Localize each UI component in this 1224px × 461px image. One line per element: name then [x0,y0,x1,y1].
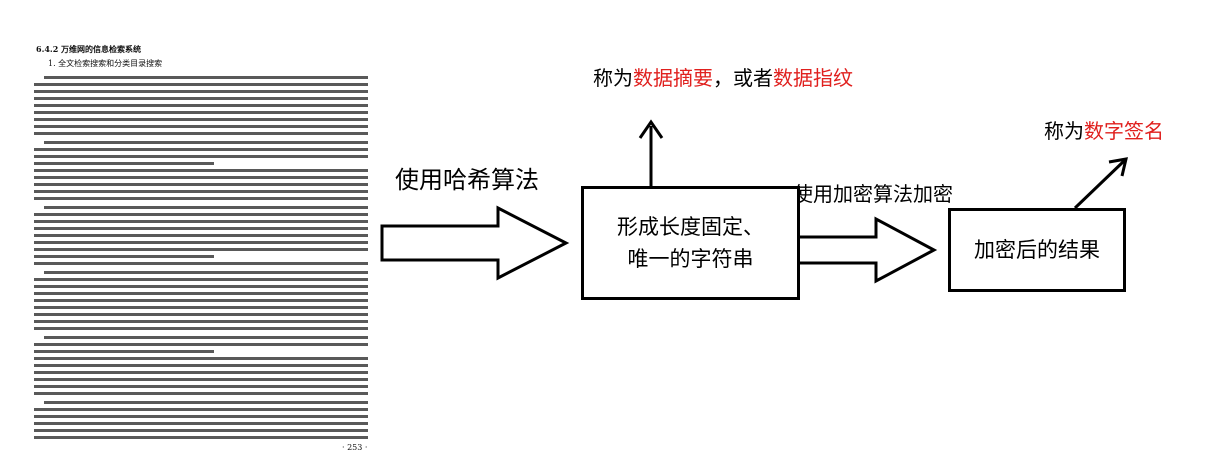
document-text-line [34,104,368,107]
document-text-line [44,336,368,339]
arrow-diagonal-to-signature [1073,157,1128,210]
encrypted-result-text: 加密后的结果 [974,238,1100,262]
document-text-line [34,364,368,367]
encrypted-result-box: 加密后的结果 [948,208,1126,292]
hash-result-box: 形成长度固定、 唯一的字符串 [581,186,800,300]
document-text-line [34,97,368,100]
document-text-line [34,162,214,165]
hash-algorithm-label: 使用哈希算法 [395,166,539,194]
digest-term: 数据摘要 [633,66,713,90]
document-section-heading: 6.4.2 万维网的信息检索系统 [36,44,142,54]
document-text-line [34,313,368,316]
document-text-line [34,262,368,265]
document-text-line [34,306,368,309]
arrow-up-to-digest [638,119,664,186]
document-text-line [34,378,368,381]
document-subheading: 1. 全文检索搜索和分类目录搜索 [48,59,163,68]
document-text-line [34,248,368,251]
document-text-line [34,118,368,121]
document-text-line [34,357,368,360]
hash-result-text: 形成长度固定、 唯一的字符串 [617,215,764,271]
document-text-line [34,111,368,114]
document-text-line [34,255,214,258]
signature-label-prefix: 称为 [1044,119,1084,143]
document-text-line [34,169,368,172]
document-text-line [34,234,368,237]
document-text-line [44,401,368,404]
document-text-line [34,190,368,193]
signature-term: 数字签名 [1084,119,1164,143]
document-text-line [44,76,368,79]
document-text-line [34,327,368,330]
document-text-line [34,429,368,432]
document-text-line [44,206,368,209]
document-text-line [34,183,368,186]
document-text-line [34,285,368,288]
document-text-line [34,148,368,151]
document-page-number: · 253 · [342,443,368,452]
fingerprint-term: 数据指纹 [773,66,853,90]
encryption-label: 使用加密算法加密 [793,182,953,206]
document-text-line [34,278,368,281]
document-text-line [34,155,368,158]
document-text-line [34,350,214,353]
document-text-line [34,422,368,425]
document-text-line [34,343,368,346]
document-text-line [34,83,368,86]
document-text-line [44,141,368,144]
document-text-line [34,90,368,93]
document-text-line [34,227,368,230]
arrow-to-result-box [796,216,938,284]
document-text-line [34,176,368,179]
document-text-line [34,292,368,295]
document-text-line [34,220,368,223]
document-text-line [34,125,368,128]
signature-label: 称为数字签名 [1044,115,1164,144]
digest-label-prefix: 称为 [593,66,633,90]
arrow-to-hash-box [380,205,570,281]
document-text-line [34,241,368,244]
document-text-line [34,415,368,418]
digest-label: 称为数据摘要，或者数据指纹 [593,62,853,91]
document-text-line [34,371,368,374]
document-text-line [34,197,368,200]
scanned-document-page: 6.4.2 万维网的信息检索系统 1. 全文检索搜索和分类目录搜索 · 253 … [30,44,375,456]
document-text-line [34,385,368,388]
document-text-line [34,320,368,323]
document-text-line [34,299,368,302]
document-text-line [34,392,368,395]
document-text-line [34,132,368,135]
document-text-line [34,213,368,216]
digest-label-middle: ，或者 [713,66,773,90]
document-text-line [34,436,368,439]
document-text-line [44,271,368,274]
document-text-line [34,408,368,411]
